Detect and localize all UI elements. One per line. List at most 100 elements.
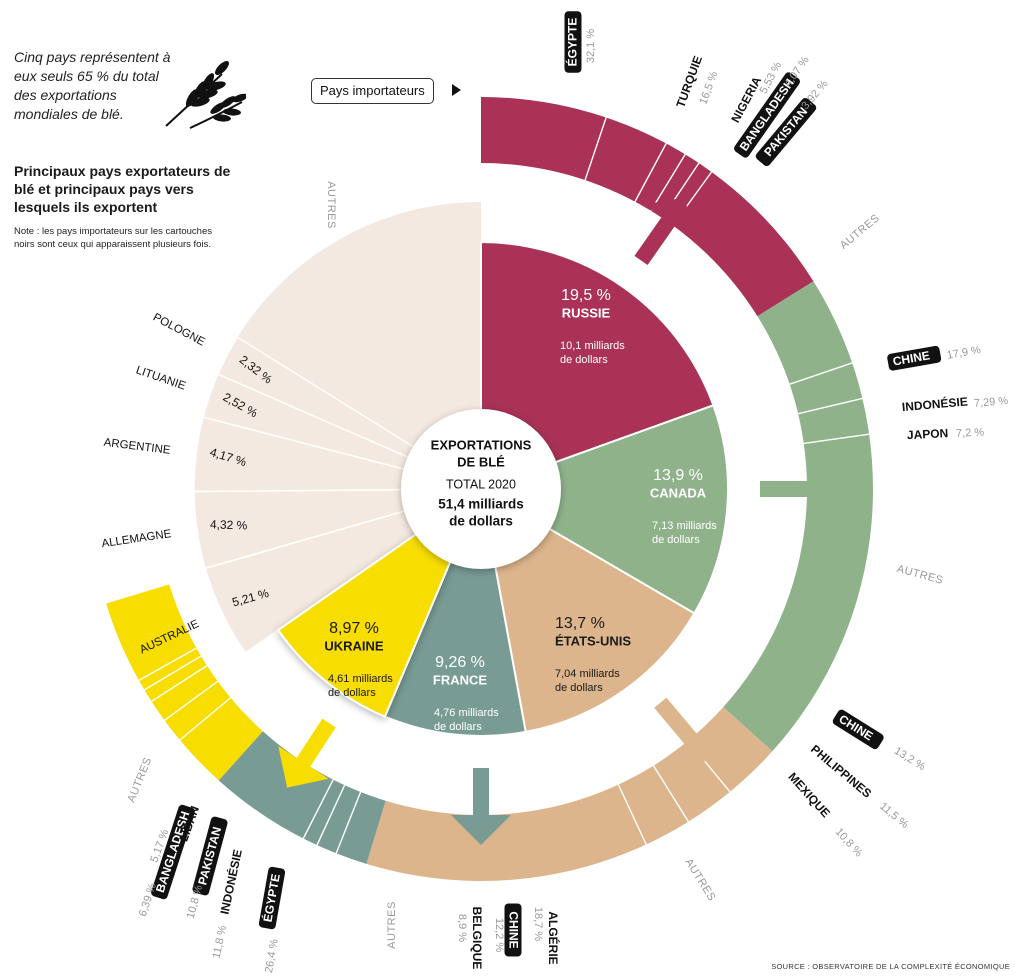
- minor-name: LITUANIE: [134, 364, 187, 392]
- importer-ring-segment: [723, 281, 873, 752]
- minor-name: POLOGNE: [151, 311, 207, 348]
- importer-badge-background: [564, 11, 582, 73]
- importer-badge: CHINE: [832, 709, 884, 750]
- importer-ring-segment: [366, 707, 773, 881]
- importer-share: 7,2 %: [956, 426, 985, 439]
- importer-share: 11,8 %: [211, 924, 230, 959]
- source-note: SOURCE : OBSERVATOIRE DE LA COMPLEXITÉ É…: [771, 962, 1010, 971]
- importer-name: INDONÉSIE: [901, 393, 968, 414]
- importer-divider: [144, 655, 202, 691]
- intro-text: Cinq pays représentent à eux seuls 65 % …: [14, 49, 171, 122]
- importer-divider: [316, 784, 346, 846]
- slice-name: FRANCE: [433, 672, 487, 687]
- importer-name: MEXIQUE: [785, 770, 832, 820]
- importer-share: 6,39 %: [137, 882, 159, 918]
- importer-divider: [164, 680, 219, 721]
- slice-value: de dollars: [555, 682, 603, 694]
- importer-share: 8,9 %: [456, 914, 468, 942]
- minor-name: ALLEMAGNE: [101, 528, 173, 550]
- slice-name: UKRAINE: [324, 638, 384, 653]
- center-title: EXPORTATIONS: [431, 437, 532, 452]
- slice-value: 4,76 milliards: [434, 707, 499, 719]
- importer-share: 7,29 %: [973, 395, 1008, 410]
- importer-ring-segment: [106, 584, 263, 781]
- flow-arrow-russia: [634, 197, 693, 266]
- importer-ring-canada: [723, 281, 873, 752]
- importer-share: 26,4 %: [263, 938, 281, 974]
- center-total-label: TOTAL 2020: [446, 477, 516, 491]
- importer-ring-ukraine: [106, 584, 263, 781]
- importer-name: CHINE: [892, 348, 931, 368]
- ring-others-label: AUTRES: [838, 212, 882, 252]
- wheat-icon: [165, 61, 246, 129]
- slice-value: 7,13 milliards: [652, 520, 717, 532]
- importers-pointer-icon: [452, 84, 461, 96]
- center-total-value: 51,4 milliards: [438, 497, 524, 512]
- importer-ring-segment: [218, 731, 386, 864]
- importer-name: BELGIQUE: [470, 907, 484, 970]
- importer-share: 10,8 %: [833, 826, 865, 860]
- importer-divider: [617, 784, 647, 845]
- importer-ring-france: [218, 731, 386, 864]
- importer-name: ALGÉRIE: [546, 911, 561, 964]
- importer-share: 32,1 %: [585, 29, 597, 63]
- importer-divider: [335, 791, 362, 854]
- importer-badge-background: [755, 97, 817, 167]
- importer-divider: [584, 117, 607, 181]
- importer-share: 12,2 %: [493, 918, 505, 952]
- flow-arrow-usa: [654, 697, 714, 762]
- slice-share: 13,7 %: [555, 615, 605, 632]
- ring-others-label: AUTRES: [895, 563, 944, 587]
- slice-value: de dollars: [434, 721, 482, 733]
- slice-share: 9,26 %: [435, 654, 485, 671]
- minor-share: 4,32 %: [210, 517, 248, 532]
- slice-value: 7,04 milliards: [555, 668, 620, 680]
- minor-name: ARGENTINE: [103, 437, 171, 457]
- importer-divider: [789, 362, 853, 385]
- importer-share: 13,2 %: [892, 745, 928, 773]
- pie-slice-usa: [479, 487, 696, 734]
- slice-share: 8,97 %: [329, 620, 379, 637]
- slice-name: CANADA: [650, 485, 707, 500]
- slice-value: de dollars: [328, 687, 376, 699]
- importer-divider: [302, 779, 334, 839]
- flow-arrow-ukraine: [278, 718, 336, 788]
- importer-divider: [803, 433, 870, 445]
- importer-badge: ÉGYPTE: [258, 866, 286, 930]
- center-total-value: de dollars: [449, 514, 513, 529]
- pie-slice-canada: [478, 404, 729, 615]
- importer-badge-background: [192, 816, 228, 896]
- importer-badge-background: [734, 72, 800, 158]
- importer-name: PHILIPPINES: [808, 742, 874, 801]
- chart-note: Note : les pays importateurs sur les car…: [14, 226, 213, 250]
- slice-value: de dollars: [652, 534, 700, 546]
- importer-badge-background: [887, 345, 942, 371]
- slice-name: RUSSIE: [562, 305, 611, 320]
- importer-badge: CHINE: [887, 345, 942, 371]
- chart-headline: Principaux pays exportateurs de blé et p…: [14, 163, 231, 215]
- ring-others-label: AUTRES: [682, 857, 717, 904]
- importer-divider: [179, 697, 232, 741]
- importers-label: Pays importateurs: [311, 78, 434, 104]
- center-title: DE BLÉ: [457, 454, 505, 469]
- slice-share: 13,9 %: [653, 467, 703, 484]
- importer-share: 18,7 %: [532, 907, 544, 941]
- importer-share: 16,5 %: [697, 70, 720, 106]
- importer-divider: [652, 765, 690, 823]
- slice-value: de dollars: [560, 354, 608, 366]
- importer-name: ÉGYPTE: [565, 18, 580, 67]
- importer-badge-background: [258, 866, 286, 930]
- importer-badge-background: [832, 709, 884, 750]
- importer-divider: [634, 143, 667, 202]
- importer-divider: [138, 647, 197, 682]
- importer-name: CHINE: [506, 911, 520, 948]
- importer-divider: [151, 665, 208, 702]
- importer-share: 10,8 %: [185, 884, 206, 920]
- importer-name: INDONÉSIE: [217, 848, 245, 916]
- slice-value: 10,1 milliards: [560, 340, 625, 352]
- flow-arrow-canada: [760, 459, 837, 519]
- importer-share: 11,5 %: [877, 800, 910, 831]
- slice-share: 19,5 %: [561, 287, 611, 304]
